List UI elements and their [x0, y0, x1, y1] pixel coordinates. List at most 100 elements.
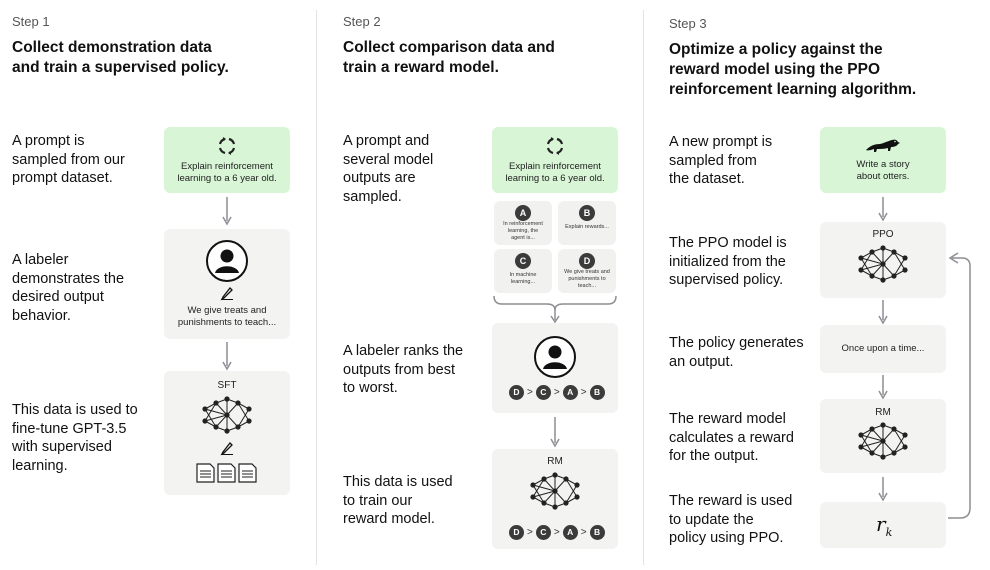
nn-node [530, 494, 536, 500]
nn-edge [226, 402, 239, 416]
nn-node [891, 249, 897, 255]
nn-edge [532, 490, 556, 498]
step3-output-box: Once upon a time... [820, 325, 946, 373]
neural-network-icon [858, 422, 908, 460]
nn-node [224, 412, 230, 418]
nn-node [213, 400, 219, 406]
nn-node [880, 422, 886, 428]
nn-edge [871, 428, 884, 442]
nn-node [891, 450, 897, 456]
nn-node [574, 494, 580, 500]
nn-edge [871, 251, 884, 265]
nn-node [235, 424, 241, 430]
ranking-row: D> C> A> B [509, 384, 605, 400]
nn-edge [871, 263, 884, 277]
nn-node [902, 444, 908, 450]
nn-edge [871, 440, 884, 454]
step3-prompt-box: Write a story about otters. [820, 127, 946, 193]
prompt-line: about otters. [856, 171, 910, 182]
nn-edge [893, 251, 906, 271]
cycle-icon [218, 137, 236, 155]
step2-rank-box: D> C> A> B [492, 323, 618, 413]
nn-edge [204, 414, 228, 422]
pencil-icon [220, 287, 233, 301]
nn-edge [237, 402, 250, 422]
nn-node [235, 400, 241, 406]
prompt-line: Explain reinforcement [181, 161, 273, 172]
step2-prompt-box: Explain reinforcement learning to a 6 ye… [492, 127, 618, 193]
prompt-line: Explain reinforcement [509, 161, 601, 172]
nn-edge [532, 478, 545, 498]
output-letter: D [579, 253, 595, 269]
nn-edge [860, 263, 884, 271]
nn-edge [893, 434, 906, 454]
nn-node [891, 426, 897, 432]
nn-node [869, 249, 875, 255]
step3-ppo-box: PPO [820, 222, 946, 298]
nn-edge [554, 490, 567, 504]
feedback-loop-arrow [948, 252, 971, 519]
nn-edge [860, 428, 873, 448]
step2-label: Step 2 [343, 14, 381, 29]
nn-node [858, 444, 864, 450]
nn-node [563, 500, 569, 506]
nn-edge [532, 484, 556, 492]
nn-node [552, 472, 558, 478]
nn-node [880, 438, 886, 444]
nn-node [530, 482, 536, 488]
nn-edge [204, 408, 217, 428]
rm-label: RM [547, 456, 563, 467]
nn-edge [215, 414, 228, 428]
sft-label: SFT [217, 380, 237, 391]
nn-edge [893, 428, 906, 448]
person-icon [534, 336, 576, 378]
arrow-down [222, 197, 232, 226]
nn-edge [860, 251, 873, 271]
arrow-down [222, 342, 232, 371]
step2-rm-box: RM D> C> A> B [492, 449, 618, 549]
nn-edge [532, 484, 545, 504]
rm-label: RM [875, 407, 891, 418]
nn-node [902, 255, 908, 261]
pencil-icon [220, 442, 233, 456]
divider-1 [316, 10, 317, 565]
step1-demo-box: We give treats and punishments to teach.… [164, 229, 290, 339]
reward-symbol: rk [876, 512, 893, 539]
output-text: Once upon a time... [841, 343, 925, 354]
nn-node [869, 450, 875, 456]
nn-node [224, 428, 230, 434]
nn-node [880, 245, 886, 251]
output-letter: C [515, 253, 531, 269]
nn-edge [204, 408, 228, 416]
step3-reward-box: rk [820, 502, 946, 548]
nn-edge [860, 257, 884, 265]
nn-node [858, 432, 864, 438]
nn-edge [860, 434, 884, 442]
step1-label: Step 1 [12, 14, 50, 29]
prompt-line: learning to a 6 year old. [505, 173, 605, 184]
nn-node [202, 406, 208, 412]
nn-edge [882, 440, 895, 454]
prompt-line: Write a story [856, 159, 910, 170]
documents-icon [196, 463, 257, 483]
step3-label: Step 3 [669, 16, 707, 31]
nn-node [552, 504, 558, 510]
divider-2 [643, 10, 644, 565]
arrow-down [878, 197, 888, 222]
nn-node [880, 277, 886, 283]
nn-edge [882, 428, 895, 442]
output-letter: B [579, 205, 595, 221]
ranking-row: D> C> A> B [509, 524, 605, 540]
step3-rm-box: RM [820, 399, 946, 473]
nn-node [246, 418, 252, 424]
